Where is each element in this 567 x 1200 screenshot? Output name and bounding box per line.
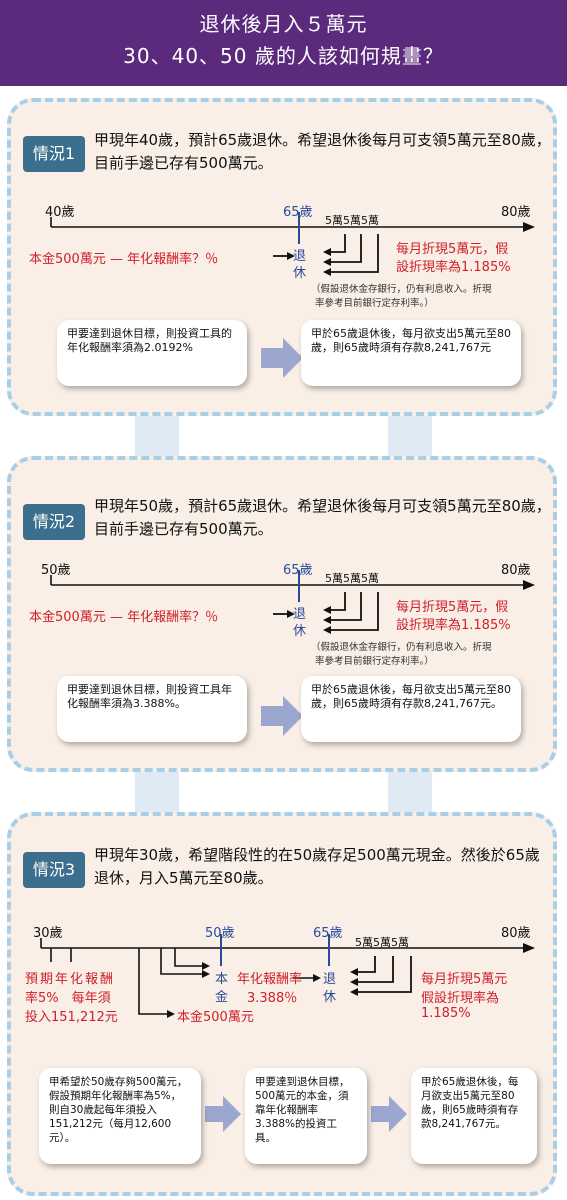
scenario-2-discount-line1: 每月折現5萬元，假 — [396, 600, 509, 615]
scenario-1-description: 甲現年40歲，預計65歲退休。希望退休後每月可支領5萬元至80歲，目前手邊已存有… — [94, 131, 551, 172]
scenario-1-age-retire: 65歲 — [283, 205, 313, 220]
scenario-3-rate-line2: 3.388％ — [247, 991, 298, 1006]
scenario-3-mid-char2: 金 — [215, 990, 229, 1005]
scenario-3-rate-line1: 年化報酬率 — [237, 972, 303, 987]
scenario-3-discount-line2: 假設折現率為 — [421, 991, 500, 1006]
scenario-3-age-end: 80歲 — [501, 926, 531, 941]
scenario-3-panel: 情況3 甲現年30歲，希望階段性的在50歲存足500萬元現金。然後於65歲退休，… — [7, 812, 557, 1196]
scenario-3-invest-line2: 率5% 每年須 — [25, 991, 111, 1006]
scenario-2-age-start: 50歲 — [41, 563, 71, 578]
scenario-3-timeline — [40, 934, 535, 1132]
scenario-2-retire-char1: 退 — [293, 607, 307, 622]
scenario-2-payments: 5萬5萬5萬 — [325, 572, 379, 585]
scenario-2-age-retire: 65歲 — [283, 563, 313, 578]
scenario-3-age-retire: 65歲 — [313, 926, 343, 941]
header-banner: 退休後月入５萬元 30、40、50 歲的人該如何規畫？ — [0, 0, 567, 86]
scenario-3-result-box-2: 甲要達到退休目標，500萬元的本金，須靠年化報酬率3.388%的投資工具。 — [245, 1068, 367, 1164]
scenario-3-discount-line3: 1.185% — [421, 1006, 471, 1021]
scenario-3-payments: 5萬5萬5萬 — [355, 936, 409, 949]
scenario-3-retire-char1: 退 — [323, 972, 337, 987]
scenario-2-description: 甲現年50歲，預計65歲退休。希望退休後每月可支領5萬元至80歲，目前手邊已存有… — [94, 497, 551, 538]
scenario-3-result-box-3: 甲於65歲退休後，每月欲支出5萬元至80歲，則65歲時須有存款8,241,767… — [411, 1068, 537, 1164]
scenario-2-footnote-line2: 率參考目前銀行定存利率。） — [315, 656, 434, 667]
header-title-line1: 退休後月入５萬元 — [199, 12, 368, 36]
scenario-3-principal: 本金500萬元 — [177, 1010, 254, 1025]
scenario-1-discount-line2: 設折現率為1.185% — [396, 260, 511, 275]
scenario-3-result-box-1: 甲希望於50歲存夠500萬元，假設預期年化報酬率為5%，則自30歲起每年須投入1… — [39, 1068, 201, 1164]
scenario-3-discount-line1: 每月折現5萬元 — [421, 972, 508, 987]
header-title-line2: 30、40、50 歲的人該如何規畫？ — [123, 44, 444, 68]
scenario-2-result-box-left: 甲要達到退休目標，則投資工具年化報酬率須為3.388%。 — [57, 676, 247, 742]
scenario-3-invest-line1: 預期年化報酬 — [25, 972, 116, 987]
scenario-2-footnote-line1: （假設退休金存銀行，仍有利息收入。折現 — [311, 642, 492, 653]
scenario-3-age-mid: 50歲 — [205, 926, 235, 941]
scenario-1-result-box-right: 甲於65歲退休後，每月欲支出5萬元至80歲，則65歲時須有存款8,241,767… — [301, 320, 521, 386]
scenario-2-result-box-right: 甲於65歲退休後，每月欲支出5萬元至80歲，則65歲時須有存款8,241,767… — [301, 676, 521, 742]
scenario-1-panel: 情況1 甲現年40歲，預計65歲退休。希望退休後每月可支領5萬元至80歲，目前手… — [7, 98, 557, 416]
scenario-2-panel: 情況2 甲現年50歲，預計65歲退休。希望退休後每月可支領5萬元至80歲，目前手… — [7, 456, 557, 772]
scenario-1-footnote-line1: （假設退休金存銀行，仍有利息收入。折現 — [311, 284, 492, 295]
scenario-2-principal: 本金500萬元 — 年化報酬率？％ — [29, 610, 219, 625]
scenario-3-invest-line3: 投入151,212元 — [25, 1010, 118, 1025]
scenario-3-description: 甲現年30歲，希望階段性的在50歲存足500萬元現金。然後於65歲退休，月入5萬… — [94, 846, 540, 887]
scenario-2-retire-char2: 休 — [293, 624, 307, 639]
scenario-1-tag: 情況1 — [23, 136, 85, 172]
scenario-2-discount-line2: 設折現率為1.185% — [396, 618, 511, 633]
scenario-1-timeline — [50, 212, 535, 378]
scenario-2-tag: 情況2 — [23, 504, 85, 540]
scenario-1-principal: 本金500萬元 — 年化報酬率？％ — [29, 252, 219, 267]
scenario-1-retire-char2: 休 — [293, 266, 307, 281]
scenario-1-age-start: 40歲 — [45, 205, 75, 220]
scenario-2-timeline — [50, 570, 535, 736]
scenario-1-footnote-line2: 率參考目前銀行定存利率。） — [315, 298, 434, 309]
scenario-2-age-end: 80歲 — [501, 563, 531, 578]
scenario-1-result-box-left: 甲要達到退休目標，則投資工具的年化報酬率須為2.0192% — [57, 320, 247, 386]
scenario-3-retire-char2: 休 — [323, 990, 337, 1005]
scenario-3-age-start: 30歲 — [33, 926, 63, 941]
scenario-1-age-end: 80歲 — [501, 205, 531, 220]
scenario-1-discount-line1: 每月折現5萬元，假 — [396, 242, 509, 257]
scenario-3-tag: 情況3 — [23, 852, 85, 888]
scenario-1-retire-char1: 退 — [293, 249, 307, 264]
scenario-3-mid-char1: 本 — [215, 972, 229, 987]
scenario-1-payments: 5萬5萬5萬 — [325, 214, 379, 227]
